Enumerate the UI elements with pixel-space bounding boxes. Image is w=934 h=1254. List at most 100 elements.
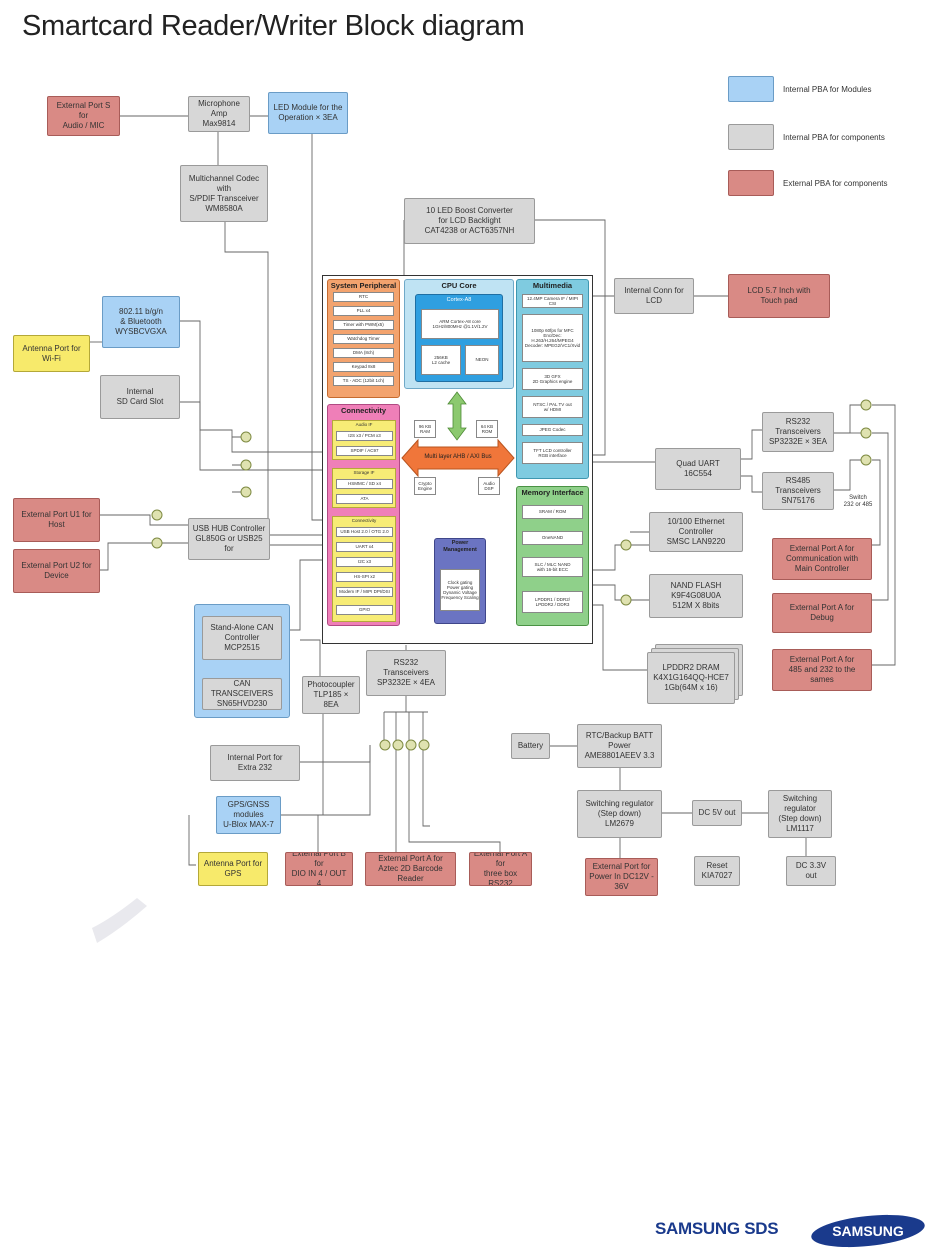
mem-item: OneNAND: [522, 531, 583, 545]
mm-item: 3D GFX 2D Graphics engine: [522, 368, 583, 390]
reset-block: Reset KIA7027: [694, 856, 740, 886]
multimedia-section: Multimedia 12.4MP Camera IF / MIPI CSI 1…: [516, 279, 589, 479]
cpu-core-desc: ARM Cortex-A8 core 1GHz/800MHz @1.1V/1.2…: [421, 309, 499, 339]
conn-item: Modem IF / MIPI DPI/DSI: [336, 587, 393, 597]
samsung-logo: SAMSUNG: [811, 1214, 925, 1248]
power-mgmt-title: Power Management: [443, 540, 477, 553]
photocoupler-block: Photocoupler TLP185 × 8EA: [302, 676, 360, 714]
samsung-logo-text: SAMSUNG: [832, 1223, 904, 1239]
conn-item: I2C x3: [336, 557, 393, 567]
rom-block: 64 KB ROM: [476, 420, 498, 438]
nand-block: NAND FLASH K9F4G08U0A 512M X 8bits: [649, 574, 743, 618]
legend-label-modules: Internal PBA for Modules: [783, 85, 872, 94]
sw-regulator-2-block: Switching regulator (Step down) LM1117: [768, 790, 832, 838]
can-controller-block: Stand-Alone CAN Controller MCP2515: [202, 616, 282, 660]
mem-item: LPDDR1 / DDR2/ LPDDR2 / DDR3: [522, 591, 583, 613]
storage-if-frame: Storage IF HSMMC / SD x4 ATA: [332, 468, 396, 508]
system-peripheral-title: System Peripheral: [330, 281, 397, 290]
ext-port-s-block: External Port S for Audio / MIC: [47, 96, 120, 136]
ext-port-b-block: External Port B for DIO IN 4 / OUT 4: [285, 852, 353, 886]
mem-item: SRAM / ROM: [522, 505, 583, 519]
legend-label-external: External PBA for components: [783, 179, 888, 188]
cortex-a8-frame: Cortex-A8 ARM Cortex-A8 core 1GHz/800MHz…: [415, 294, 503, 382]
storage-if-title: Storage IF: [353, 470, 375, 475]
mm-item: JPEG Codec: [522, 424, 583, 436]
rs485-block: RS485 Transceivers SN75176: [762, 472, 834, 510]
ext-power-block: External Port for Power In DC12V - 36V: [585, 858, 658, 896]
legend-swatch-components: [728, 124, 774, 150]
ext-port-a-barcode-block: External Port A for Aztec 2D Barcode Rea…: [365, 852, 456, 886]
multimedia-title: Multimedia: [532, 281, 573, 290]
cpu-bus-arrow: [447, 391, 467, 441]
battery-block: Battery: [511, 733, 550, 759]
ethernet-block: 10/100 Ethernet Controller SMSC LAN9220: [649, 512, 743, 552]
antenna-gps-block: Antenna Port for GPS: [198, 852, 268, 886]
quad-uart-block: Quad UART 16C554: [655, 448, 741, 490]
rs232-3ea-block: RS232 Transceivers SP3232E × 3EA: [762, 412, 834, 452]
ext-port-a-485-block: External Port A for 485 and 232 to the s…: [772, 649, 872, 691]
storage-item: ATA: [336, 494, 393, 504]
lpddr2-block: LPDDR2 DRAM K4X1G164QQ-HCE7 1Gb(64M x 16…: [647, 652, 735, 704]
l2-cache: 256KB L2 cache: [421, 345, 461, 375]
sd-slot-block: Internal SD Card Slot: [100, 375, 180, 419]
can-transceiver-block: CAN TRANSCEIVERS SN65HVD230: [202, 678, 282, 710]
audio-item: I2S x3 / PCM x3: [336, 431, 393, 441]
lcd-block: LCD 5.7 Inch with Touch pad: [728, 274, 830, 318]
ext-port-u1-block: External Port U1 for Host: [13, 498, 100, 542]
rtc-power-block: RTC/Backup BATT Power AME8801AEEV 3.3: [577, 724, 662, 768]
cortex-a8-title: Cortex-A8: [446, 297, 472, 303]
sp-item: DMA (8ch): [333, 348, 394, 358]
connectivity-section: Connectivity Audio IF I2S x3 / PCM x3 SP…: [327, 404, 400, 626]
sp-item: Watchdog Timer: [333, 334, 394, 344]
dc33v-block: DC 3.3V out: [786, 856, 836, 886]
sp-item: RTC: [333, 292, 394, 302]
rs232-4ea-block: RS232 Transceivers SP3232E × 4EA: [366, 650, 446, 696]
audio-if-frame: Audio IF I2S x3 / PCM x3 SPDIF / AC97: [332, 420, 396, 460]
mm-item: NTSC / PAL TV out w/ HDMI: [522, 396, 583, 418]
codec-block: Multichannel Codec with S/PDIF Transceiv…: [180, 165, 268, 222]
power-mgmt-desc: Clock gating Power gating Dynamic Voltag…: [440, 569, 480, 611]
audio-item: SPDIF / AC97: [336, 446, 393, 456]
memory-interface-section: Memory Interface SRAM / ROM OneNAND SLC …: [516, 486, 589, 626]
ext-port-a-main-block: External Port A for Communication with M…: [772, 538, 872, 580]
cpu-core-title: CPU Core: [441, 281, 477, 290]
memory-interface-title: Memory Interface: [521, 488, 584, 497]
bus-label: Multi layer AHB / AXI Bus: [424, 454, 492, 461]
mm-item: TFT LCD controller RGB interface: [522, 442, 583, 464]
legend-swatch-external: [728, 170, 774, 196]
ext-port-a-rs232-block: External Port A for three box RS232: [469, 852, 532, 886]
legend-swatch-modules: [728, 76, 774, 102]
conn-if-frame: Connectivity USB Host 2.0 / OTG 2.0 UART…: [332, 516, 396, 622]
connectivity-title: Connectivity: [340, 406, 386, 415]
sram-block: 96 KB RAM: [414, 420, 436, 438]
neon: NEON: [465, 345, 499, 375]
ext-port-a-debug-block: External Port A for Debug: [772, 593, 872, 633]
system-peripheral-section: System Peripheral RTC PLL x4 Timer with …: [327, 279, 400, 398]
cpu-core-section: CPU Core Cortex-A8 ARM Cortex-A8 core 1G…: [404, 279, 514, 389]
mem-item: SLC / MLC NAND with 16-bit ECC: [522, 557, 583, 577]
page-title: Smartcard Reader/Writer Block diagram: [22, 10, 525, 42]
mm-item: 1080p 60fps for MFC Enc/Dec: H.263/H.264…: [522, 314, 583, 362]
audio-dsp-block: Audio DSP: [478, 477, 500, 495]
sw-regulator-1-block: Switching regulator (Step down) LM2679: [577, 790, 662, 838]
crypto-block: Crypto Engine: [414, 477, 436, 495]
dc5v-block: DC 5V out: [692, 800, 742, 826]
antenna-wifi-block: Antenna Port for Wi-Fi: [13, 335, 90, 372]
sp-item: Timer with PWM(x5): [333, 320, 394, 330]
led-boost-block: 10 LED Boost Converter for LCD Backlight…: [404, 198, 535, 244]
sp-item: PLL x4: [333, 306, 394, 316]
mic-amp-block: Microphone Amp Max9814: [188, 96, 250, 132]
ext-port-u2-block: External Port U2 for Device: [13, 549, 100, 593]
wifi-bt-block: 802.11 b/g/n & Bluetooth WYSBCVGXA: [102, 296, 180, 348]
switch-label: Switch 232 or 485: [843, 494, 873, 509]
audio-if-title: Audio IF: [355, 422, 373, 427]
conn-item: GPIO: [336, 605, 393, 615]
sp-item: Keypad 8x8: [333, 362, 394, 372]
conn-item: USB Host 2.0 / OTG 2.0: [336, 527, 393, 537]
mm-item: 12.4MP Camera IF / MIPI CSI: [522, 294, 583, 308]
usb-hub-block: USB HUB Controller GL850G or USB25 for: [188, 518, 270, 560]
power-mgmt-section: Power Management Clock gating Power gati…: [434, 538, 486, 624]
conn-item: HS-SPI x2: [336, 572, 393, 582]
